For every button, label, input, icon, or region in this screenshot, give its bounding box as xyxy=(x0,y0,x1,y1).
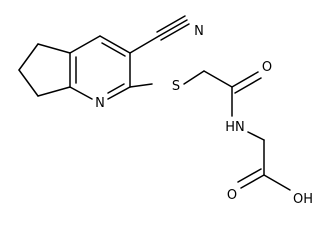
bond-c2py-n1-inner xyxy=(107,83,125,94)
bond-c4py-c3py xyxy=(99,35,131,54)
bond-triple-a xyxy=(158,19,188,37)
bond-c4py-c3py-inner xyxy=(101,42,126,57)
structure-diagram: N N S O HN O OH xyxy=(18,15,313,207)
pyridine-nitrogen-label: N xyxy=(95,96,105,111)
bond-ch2-co xyxy=(203,70,233,88)
bond-c4-c5 xyxy=(18,43,39,71)
hydroxyl-label: OH xyxy=(293,192,313,207)
bond-s-ch2 xyxy=(183,70,205,85)
nitrile-nitrogen-label: N xyxy=(194,24,204,39)
bond-c2py-n1 xyxy=(107,86,131,100)
molecule-svg: N N S O HN O OH xyxy=(18,15,313,207)
bond-triple-c xyxy=(160,23,190,41)
bond-c2-s xyxy=(129,83,153,88)
bond-cooh-o xyxy=(240,174,265,189)
amide-nh-label: HN xyxy=(225,120,245,135)
bond-n1-c7a xyxy=(69,86,93,100)
bond-cooh-o-2 xyxy=(237,168,262,183)
bond-c3a-c4 xyxy=(37,43,71,54)
bond-c3a-c4py xyxy=(69,35,101,54)
carbonyl-oxygen-label: O xyxy=(262,60,272,75)
bond-c6-c7a xyxy=(37,86,71,97)
bond-nh-ch2 xyxy=(247,131,265,141)
bond-co-o-2 xyxy=(234,77,262,94)
bond-triple-b xyxy=(156,15,186,33)
sulfur-label: S xyxy=(172,79,180,94)
bond-cooh-oh xyxy=(263,174,291,191)
bond-co-o xyxy=(231,71,259,88)
bond-c5-c6 xyxy=(18,69,39,97)
acid-oxygen-label: O xyxy=(227,188,237,203)
bond-c3-cn xyxy=(129,35,160,54)
